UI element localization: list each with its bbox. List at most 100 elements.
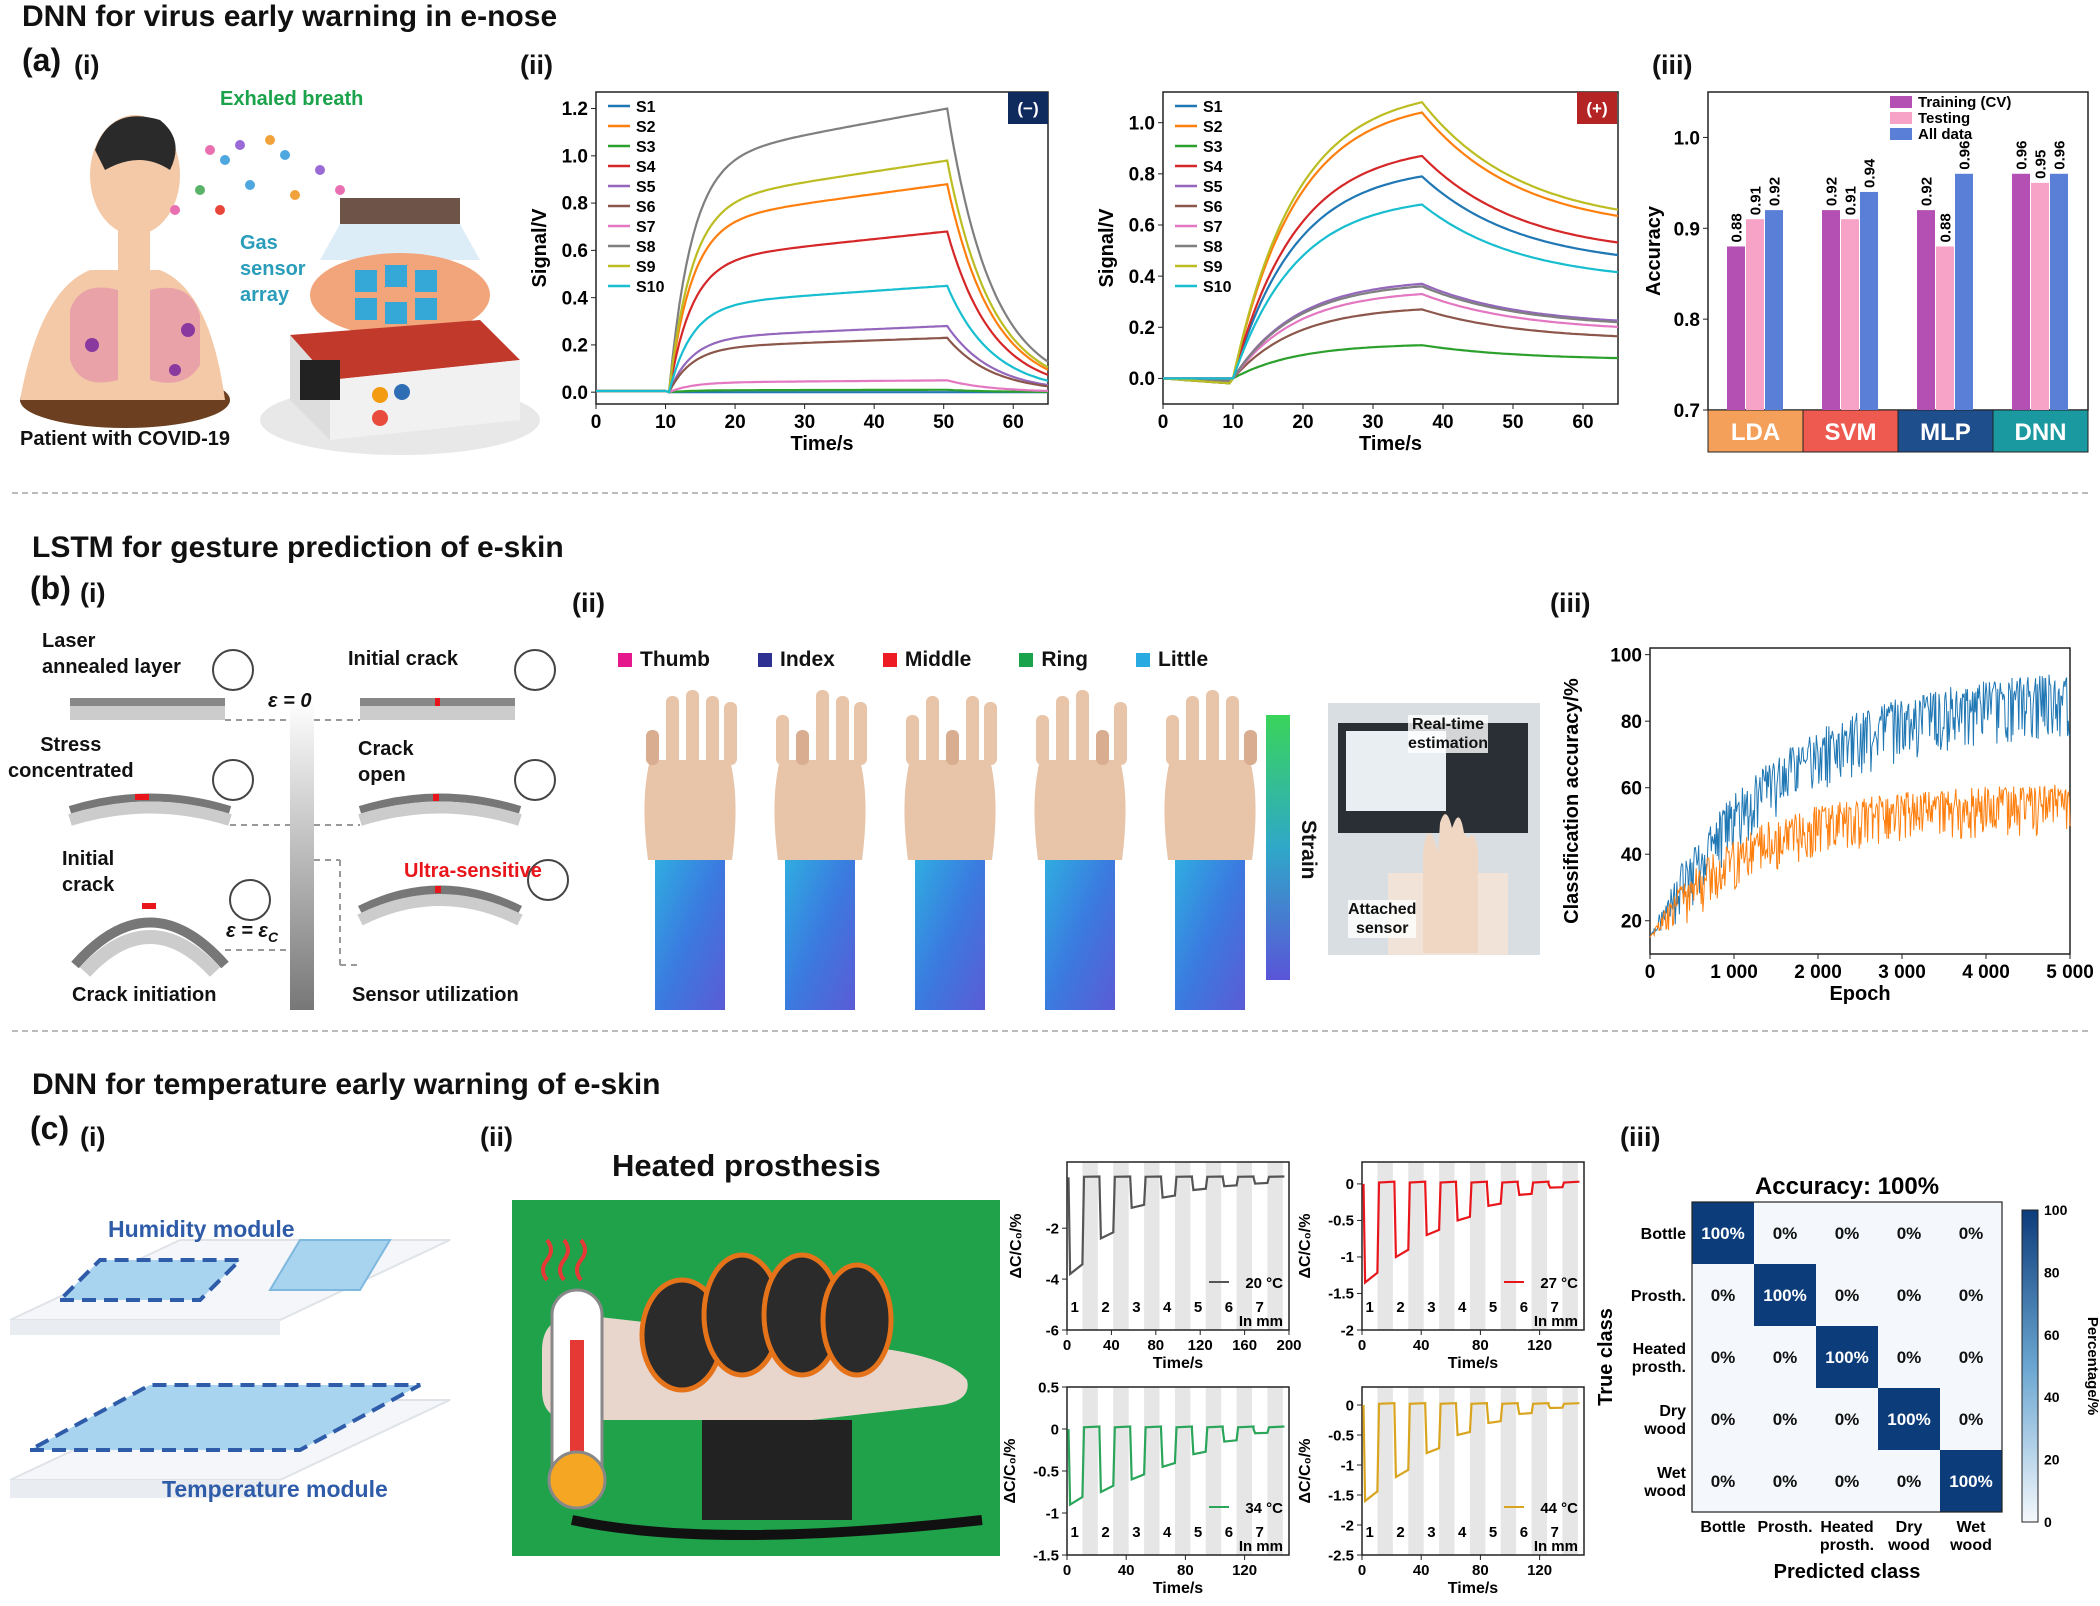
stimulus-band (1531, 1387, 1547, 1555)
legend-label-S5: S5 (1203, 179, 1223, 196)
stimulus-band (1113, 1162, 1129, 1330)
y-tick-label: 0.6 (562, 241, 588, 262)
category-box-LDA (1707, 409, 1804, 453)
x-tick-label: 120 (1232, 1562, 1257, 1579)
stimulus-band (1439, 1387, 1455, 1555)
matrix-cell (1754, 1202, 1816, 1264)
laser-label-1: Laser (42, 630, 96, 652)
col-class-label: wood (1887, 1537, 1930, 1554)
legend-text: Ring (1041, 648, 1088, 671)
step-label: 5 (1194, 1299, 1202, 1316)
matrix-cell (1816, 1202, 1878, 1264)
y-tick-label: -1 (1341, 1249, 1354, 1266)
bar-LDA-1 (1746, 219, 1764, 410)
matrix-y-label: True class (1595, 1308, 1617, 1406)
category-label-LDA: LDA (1731, 419, 1780, 446)
finger-legend-item-thumb: Thumb (618, 648, 710, 671)
x-tick-label: 40 (1118, 1562, 1135, 1579)
matrix-cell-label: 0% (1959, 1286, 1984, 1305)
legend-swatch-0 (1890, 96, 1912, 108)
finger-1-1 (646, 730, 659, 765)
stimulus-band (1144, 1162, 1160, 1330)
y-axis-label: Signal/V (1096, 208, 1118, 288)
legend-swatch-1 (1890, 112, 1912, 124)
x-tick-label: 80 (1147, 1337, 1164, 1354)
row-class-label: wood (1643, 1421, 1686, 1438)
matrix-cell-label: 0% (1897, 1286, 1922, 1305)
crack-mechanism-diagram (68, 649, 569, 1010)
colorbar-tick: 20 (2044, 1452, 2060, 1468)
matrix-cell (1878, 1264, 1940, 1326)
step-label: 6 (1225, 1299, 1233, 1316)
y-axis-label: Accuracy (1643, 205, 1665, 296)
stimulus-band (1082, 1387, 1098, 1555)
step-label: 2 (1396, 1299, 1404, 1316)
matrix-cell (1816, 1264, 1878, 1326)
y-tick-label: 80 (1621, 712, 1642, 733)
finger-1-5 (724, 702, 737, 765)
att-label-2: sensor (1355, 920, 1409, 937)
y-tick-label: 1.0 (1129, 113, 1155, 134)
col-class-label: Dry (1896, 1519, 1923, 1536)
legend-text: Thumb (640, 648, 710, 671)
category-box-MLP (1897, 409, 1994, 453)
plot-frame (1361, 1161, 1585, 1331)
legend-label-S6: S6 (636, 199, 656, 216)
finger-legend-item-little: Little (1136, 648, 1208, 671)
x-tick-label: 0 (1358, 1337, 1366, 1354)
finger-legend-item-index: Index (757, 648, 835, 671)
matrix-cell-label: 100% (1701, 1224, 1744, 1243)
unit-label: In mm (1534, 1313, 1578, 1330)
x-tick-label: 0 (1158, 412, 1169, 433)
plot-frame (1066, 1161, 1290, 1331)
step-label: 5 (1489, 1299, 1497, 1316)
unit-label: In mm (1239, 1313, 1283, 1330)
y-tick-label: -0.5 (1328, 1213, 1354, 1230)
finger-5-1 (1166, 715, 1179, 765)
panel-a-label: (a) (22, 42, 62, 78)
finger-4-3 (1076, 690, 1089, 765)
row-class-label: Heated (1633, 1341, 1686, 1358)
colorbar-tick: 40 (2044, 1389, 2060, 1405)
matrix-cell-label: 100% (1887, 1410, 1930, 1429)
y-axis-label: Signal/V (529, 208, 551, 288)
legend-label-S4: S4 (1203, 159, 1223, 176)
y-tick-label: 40 (1621, 845, 1642, 866)
palm-1 (644, 760, 736, 860)
bar-LDA-0 (1727, 246, 1745, 410)
x-tick-label: 0 (1645, 962, 1656, 983)
x-axis-label: Time/s (1448, 1580, 1499, 1597)
bar-value-label: 0.95 (2033, 150, 2050, 179)
y-tick-label: -2.5 (1328, 1547, 1354, 1564)
series-S9 (596, 159, 1049, 394)
row-class-label: Dry (1659, 1403, 1686, 1420)
confusion-matrix: Accuracy: 100%100%0%0%0%0%Bottle0%100%0%… (1595, 1173, 2100, 1583)
col-class-label: Bottle (1700, 1519, 1745, 1536)
matrix-cell (1940, 1264, 2002, 1326)
matrix-cell-label: 0% (1897, 1472, 1922, 1491)
step-label: 5 (1194, 1524, 1202, 1541)
stimulus-band (1377, 1162, 1393, 1330)
stimulus-band (1174, 1387, 1191, 1555)
hand-strain-renderings (644, 690, 1257, 1010)
unit-label: In mm (1239, 1538, 1283, 1555)
colorbar-tick: 80 (2044, 1264, 2060, 1280)
stimulus-band (1144, 1387, 1160, 1555)
legend-label-S1: S1 (636, 99, 656, 116)
temp-legend-label: 27 °C (1540, 1275, 1578, 1292)
capacitance-trace (1067, 1425, 1285, 1507)
matrix-title: Accuracy: 100% (1755, 1173, 1939, 1200)
legend-label-S8: S8 (636, 239, 656, 256)
y-tick-label: 0.4 (562, 288, 589, 309)
finger-1-3 (686, 690, 699, 765)
legend-label-S8: S8 (1203, 239, 1223, 256)
e-nose-device-icon (290, 320, 520, 440)
y-tick-label: 60 (1621, 778, 1642, 799)
matrix-cell-label: 0% (1835, 1286, 1860, 1305)
x-tick-label: 40 (1413, 1337, 1430, 1354)
forearm-strain-5 (1175, 850, 1245, 1010)
col-class-label: Wet (1956, 1519, 1986, 1536)
finger-5-3 (1206, 690, 1219, 765)
